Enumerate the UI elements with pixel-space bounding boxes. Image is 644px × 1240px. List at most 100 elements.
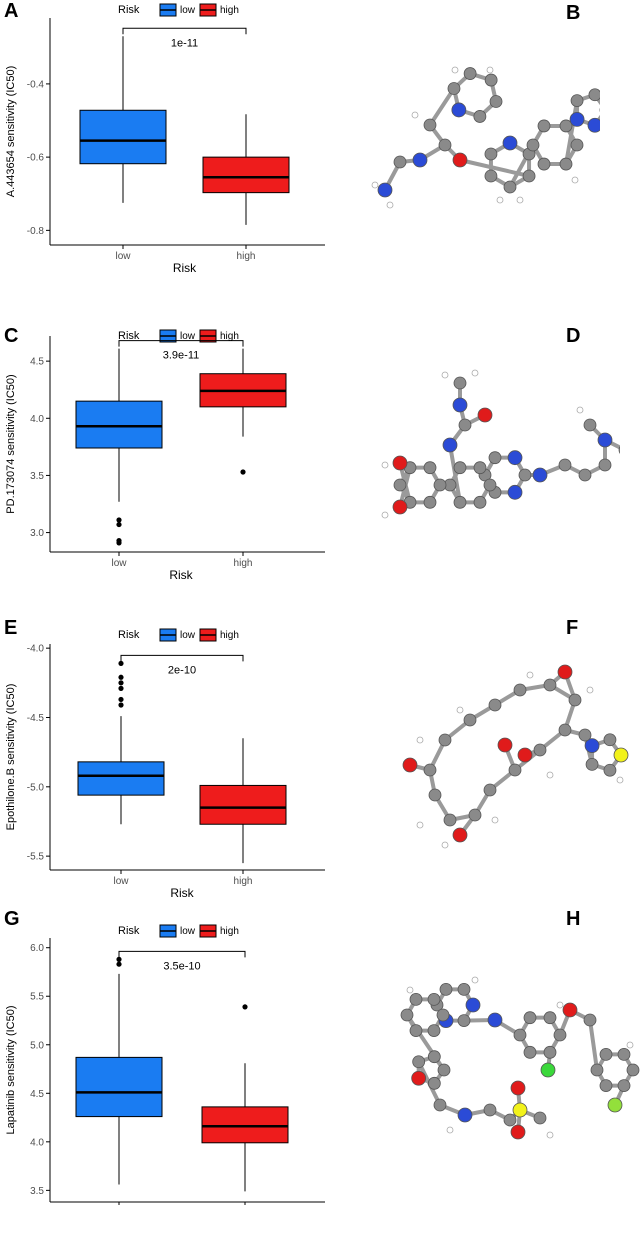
- p-value-label: 3.9e-11: [163, 350, 200, 362]
- atom-carbon: [508, 763, 522, 777]
- outlier-point: [118, 696, 124, 703]
- y-tick-label: -4.0: [27, 644, 45, 655]
- atom-carbon: [463, 67, 477, 80]
- y-axis-title: Epothilone.B sensitivity (IC50): [5, 684, 17, 831]
- significance-bracket: 1e-11: [122, 27, 247, 49]
- atom-nitrogen: [502, 135, 518, 151]
- x-tick-label-low: low: [111, 558, 127, 569]
- atom-carbon: [453, 461, 467, 475]
- atom-nitrogen: [597, 432, 613, 448]
- atom-carbon: [526, 138, 540, 152]
- atom-hydrogen: [416, 736, 424, 744]
- p-value-label: 3.5e-10: [163, 960, 200, 972]
- atom-oxygen: [517, 747, 533, 763]
- atom-nitrogen: [465, 997, 481, 1013]
- y-tick-label: 3.5: [30, 471, 44, 482]
- atom-carbon: [583, 418, 597, 432]
- outlier-point: [240, 469, 246, 475]
- legend-label-low: low: [180, 5, 196, 16]
- atom-carbon: [537, 119, 551, 133]
- bracket-line: [118, 950, 246, 958]
- outlier-point: [116, 521, 122, 528]
- atom-hydrogen: [496, 196, 504, 204]
- x-axis-title: Risk: [170, 886, 194, 900]
- atom-carbon: [537, 157, 551, 171]
- atom-carbon: [483, 1103, 497, 1117]
- atom-nitrogen: [487, 1012, 503, 1028]
- atom-oxygen: [402, 757, 418, 773]
- atom-nitrogen: [442, 437, 458, 453]
- atom-carbon: [409, 1024, 423, 1037]
- atom-carbon: [503, 1113, 517, 1127]
- atom-carbon: [439, 983, 453, 996]
- atom-carbon: [453, 495, 467, 509]
- atom-carbon: [503, 180, 517, 194]
- atom-carbon: [453, 376, 467, 390]
- bracket-line: [122, 27, 247, 35]
- atom-hydrogen: [381, 461, 389, 469]
- atom-carbon: [617, 1048, 631, 1061]
- box-body-low: [79, 109, 167, 165]
- atom-nitrogen: [587, 117, 600, 133]
- outlier-point: [118, 702, 124, 708]
- molecule-epothilone-b-image: [402, 664, 629, 849]
- atom-carbon: [393, 155, 407, 169]
- outlier-point: [116, 961, 122, 967]
- bond: [428, 86, 456, 127]
- atom-carbon: [513, 1028, 527, 1042]
- outlier-point: [118, 685, 124, 691]
- atom-hydrogen: [616, 776, 624, 784]
- significance-bracket: 2e-10: [120, 654, 244, 676]
- atom-nitrogen: [569, 112, 585, 127]
- bond: [588, 1018, 599, 1072]
- panel-letter-g: G: [4, 908, 20, 930]
- atom-carbon: [489, 95, 503, 108]
- atom-oxygen: [510, 1124, 526, 1140]
- box-low: [79, 36, 167, 203]
- legend-title: Risk: [118, 629, 140, 641]
- atom-chlorine: [540, 1062, 556, 1078]
- outlier-point: [118, 660, 124, 667]
- legend-label-high: high: [220, 331, 239, 342]
- atom-carbon: [423, 495, 437, 509]
- atom-hydrogen: [626, 1041, 634, 1049]
- box-body-high: [202, 156, 290, 194]
- legend-label-high: high: [220, 926, 239, 937]
- atom-carbon: [443, 813, 457, 827]
- atom-carbon: [617, 1079, 631, 1092]
- box-high: [201, 1004, 289, 1192]
- atom-oxygen: [411, 1070, 427, 1086]
- atom-hydrogen: [526, 671, 534, 679]
- box-low: [75, 956, 163, 1185]
- atom-hydrogen: [441, 371, 449, 379]
- atom-carbon: [599, 1079, 613, 1092]
- outlier-point: [118, 680, 124, 686]
- atom-hydrogen: [441, 841, 449, 849]
- atom-carbon: [433, 478, 447, 492]
- atom-hydrogen: [371, 181, 379, 189]
- box-low: [77, 660, 165, 825]
- atom-carbon: [522, 169, 536, 183]
- atom-carbon: [570, 94, 584, 107]
- molecule-lapatinib-image: [400, 976, 640, 1140]
- atom-nitrogen: [507, 484, 523, 500]
- x-tick-label-high: high: [237, 251, 256, 262]
- box-body-low: [77, 761, 165, 796]
- atom-sulfur: [613, 747, 629, 763]
- outlier-point: [242, 1004, 248, 1010]
- atom-carbon: [626, 1063, 640, 1077]
- atom-carbon: [483, 783, 497, 797]
- atom-hydrogen: [451, 66, 459, 74]
- atom-carbon: [583, 1013, 597, 1027]
- atom-nitrogen: [507, 450, 523, 466]
- atom-carbon: [468, 808, 482, 822]
- atom-hydrogen: [386, 201, 394, 209]
- atom-carbon: [523, 1011, 537, 1025]
- legend-label-low: low: [180, 926, 196, 937]
- y-tick-label: 4.0: [30, 414, 44, 425]
